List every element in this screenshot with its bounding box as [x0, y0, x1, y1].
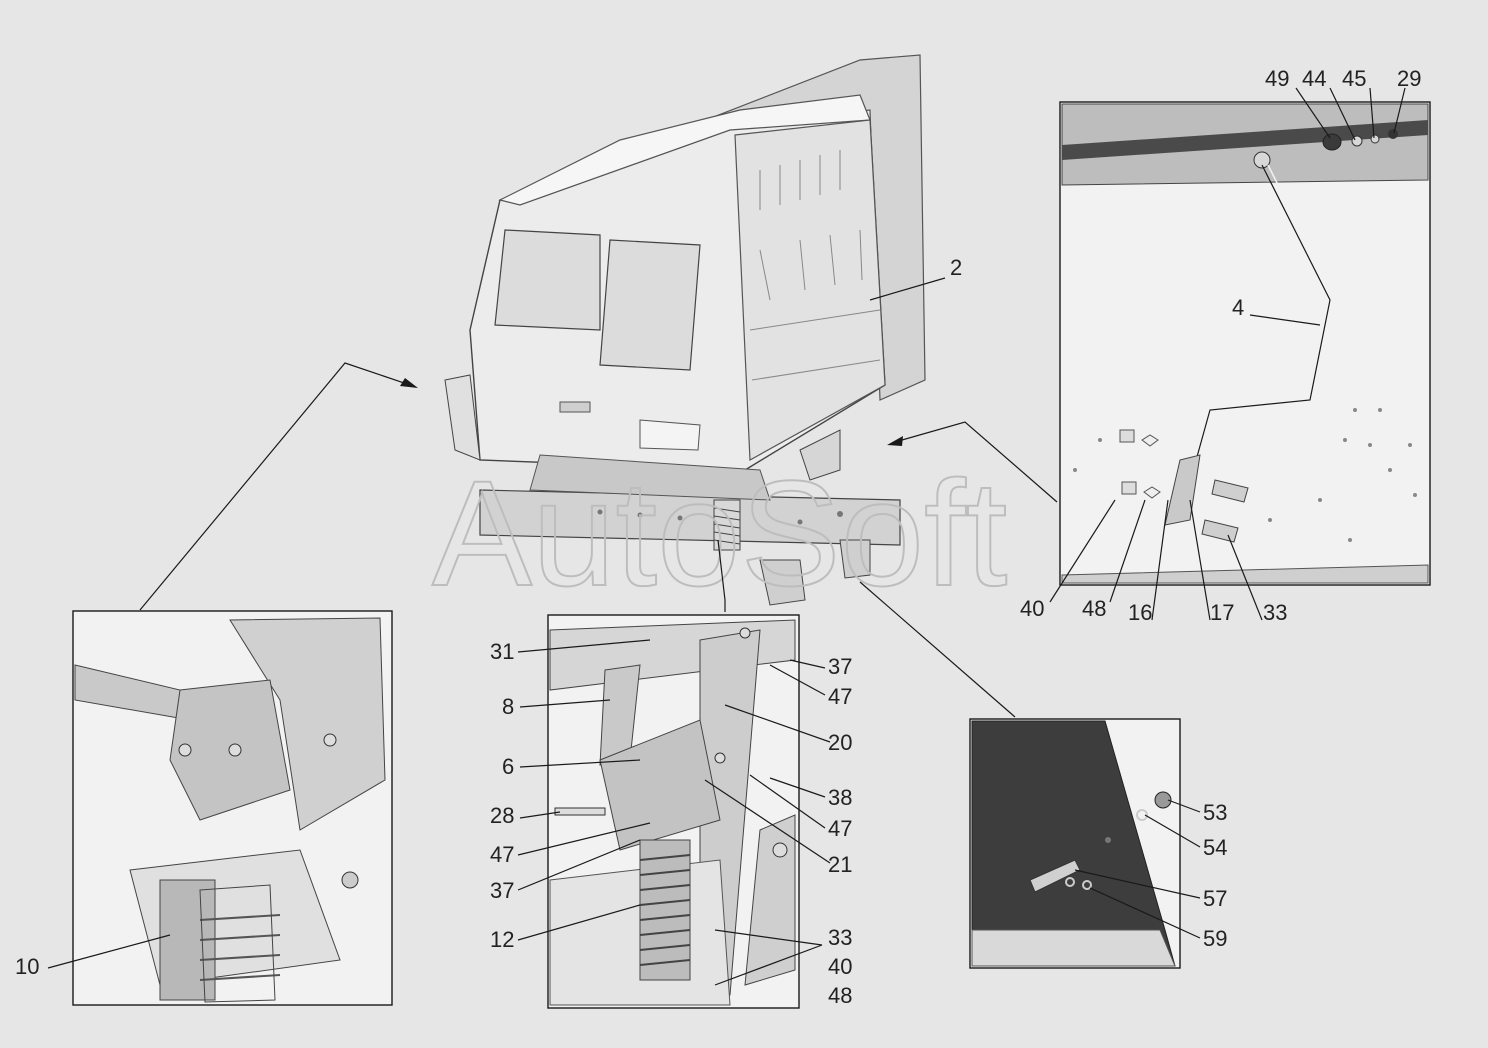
detail-tube-panel: [1059, 101, 1431, 586]
callout-45: 45: [1342, 66, 1366, 91]
watermark-text: AutoSoft: [432, 449, 1007, 617]
callout-48-top: 48: [1082, 596, 1106, 621]
callout-40-bottom: 40: [828, 954, 852, 979]
callout-53: 53: [1203, 800, 1227, 825]
callout-40-top: 40: [1020, 596, 1044, 621]
callout-33-bottom: 33: [828, 925, 852, 950]
callout-38: 38: [828, 785, 852, 810]
detail-spring-panel: [547, 614, 800, 1009]
callout-54: 54: [1203, 835, 1227, 860]
callout-4: 4: [1232, 295, 1244, 320]
callout-47-right-a: 47: [828, 684, 852, 709]
callout-20: 20: [828, 730, 852, 755]
callout-37-left: 37: [490, 878, 514, 903]
callout-37-right: 37: [828, 654, 852, 679]
callout-57: 57: [1203, 886, 1227, 911]
callout-59: 59: [1203, 926, 1227, 951]
callout-2: 2: [950, 255, 962, 280]
callout-6: 6: [502, 754, 514, 779]
arrow-head-right: [887, 436, 903, 446]
callout-labels: 2 4 49 44 45 29 40 48 16 17 33 31 8 6 28…: [15, 66, 1421, 1008]
callout-10: 10: [15, 954, 39, 979]
callout-29: 29: [1397, 66, 1421, 91]
arrow-head-left: [400, 378, 418, 388]
callout-21: 21: [828, 852, 852, 877]
cab-assembly: [444, 54, 926, 606]
callout-49: 49: [1265, 66, 1289, 91]
callout-33-top: 33: [1263, 600, 1287, 625]
callout-17: 17: [1210, 600, 1234, 625]
callout-31: 31: [490, 639, 514, 664]
callout-8: 8: [502, 694, 514, 719]
callout-48-bottom: 48: [828, 983, 852, 1008]
connector-lines: [139, 362, 1058, 718]
callout-28: 28: [490, 803, 514, 828]
callout-47-right-b: 47: [828, 816, 852, 841]
detail-plate-panel: [969, 718, 1181, 969]
callout-47-left: 47: [490, 842, 514, 867]
leader-lines: [47, 87, 1406, 986]
detail-mount-panel: [72, 610, 393, 1006]
callout-44: 44: [1302, 66, 1326, 91]
callout-16: 16: [1128, 600, 1152, 625]
callout-12: 12: [490, 927, 514, 952]
